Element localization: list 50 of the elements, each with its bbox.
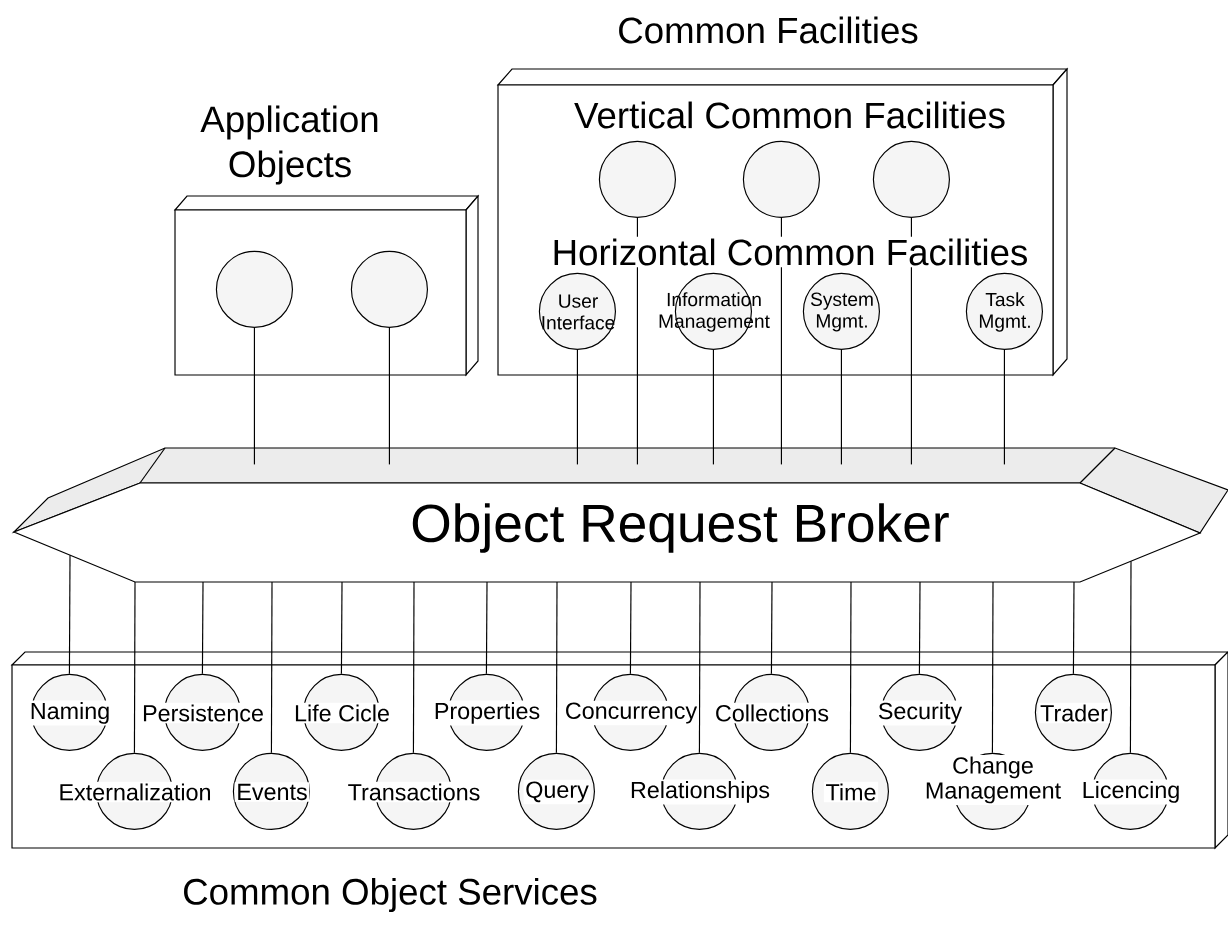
connector-line [849,581,852,754]
connector-line [780,217,782,465]
box-heading: Common Facilities [615,14,921,46]
connector-line [1003,349,1005,465]
box-heading: Common Object Services [180,876,600,914]
connector-line [1129,560,1132,754]
node-label: Collections [713,702,831,724]
connector-line [840,349,842,465]
connector-line [918,581,921,675]
connector-line [910,217,912,465]
node-label: Relationships [628,779,772,805]
connector-line [629,581,632,675]
node-label: Security [876,700,964,726]
node-label: Properties [432,700,542,726]
service-circle [598,140,676,218]
connector-line [770,581,773,675]
connector-line [412,581,415,754]
node-label: Concurrency [563,700,699,726]
service-circle [350,250,428,328]
node-label: Trader [1038,702,1110,724]
service-circle [872,140,950,218]
service-circle [965,272,1043,350]
connector-line [1072,581,1075,675]
connector-line [68,554,71,675]
connector-line [388,327,390,465]
connector-line [991,581,994,754]
connector-line [636,217,638,465]
node-label: Life Cicle [292,702,392,724]
box-heading: Application Objects [198,103,382,187]
service-circle [802,272,880,350]
connector-line [133,581,136,754]
node-label: Task Mgmt. [979,292,1030,332]
service-circle [215,250,293,328]
node-label: Events [234,782,310,802]
connector-line [201,581,204,675]
connector-line [576,349,578,465]
box-heading: Vertical Common Facilities [572,99,1008,131]
connector-line [712,349,714,465]
connector-line [253,327,255,465]
node-label: Naming [28,700,112,726]
node-label: System Mgmt. [810,292,873,332]
connector-line [270,581,273,754]
node-label: Persistence [140,702,266,724]
connector-line [340,581,343,675]
service-circle [742,140,820,218]
connector-line [555,581,558,754]
node-label: Licencing [1080,779,1182,805]
box-heading: Horizontal Common Facilities [549,236,1031,268]
connector-line [698,581,701,754]
connector-line [485,581,488,675]
